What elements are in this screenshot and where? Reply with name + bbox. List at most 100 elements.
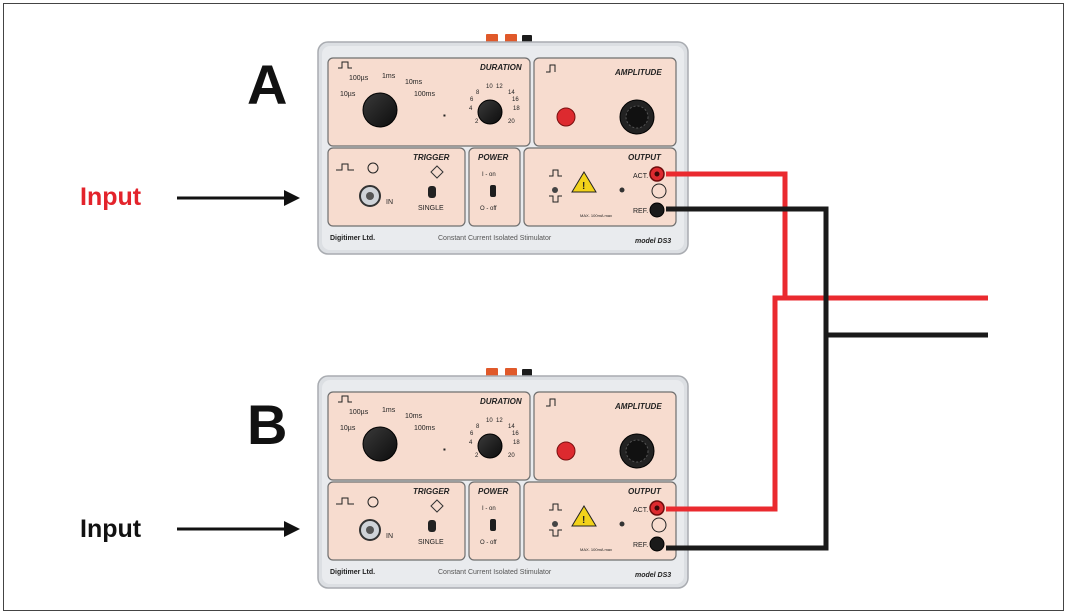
wire-b-ref — [664, 335, 829, 551]
unit-b-timebase-knob — [362, 426, 398, 462]
unit-b-output-title: OUTPUT — [628, 487, 662, 496]
unit-a-output-small-label: MAX. 100mA max — [580, 213, 612, 218]
wire-a-act — [664, 171, 988, 301]
unit-b-timebase-label: 10µs — [340, 425, 356, 432]
unit-a-power-switch — [490, 185, 496, 197]
unit-b-top-connector — [505, 368, 517, 377]
unit-a-duration-tick: 16 — [512, 97, 519, 103]
unit-b-output-small-label: MAX. 100mA max — [580, 547, 612, 552]
unit-a-description: Constant Current Isolated Stimulator — [438, 235, 552, 242]
output-wiring — [664, 171, 988, 551]
unit-b-trigger-panel — [327, 481, 466, 561]
unit-a-dot-mark: ▪ — [443, 111, 446, 120]
unit-a-single-button — [428, 186, 436, 198]
unit-a-duration-tick: 12 — [496, 84, 503, 90]
unit-b-duration-tick: 2 — [475, 453, 479, 459]
unit-b-output-led — [619, 521, 625, 527]
unit-b-output-pulse-icon — [549, 503, 562, 511]
unit-b-ref-jack — [649, 536, 665, 552]
unit-a-input-arrow — [177, 190, 300, 206]
unit-b-timebase-label: 10ms — [405, 413, 423, 420]
unit-b-model: model DS3 — [635, 572, 671, 579]
unit-a-timebase-label: 1ms — [382, 73, 396, 80]
unit-a-ref-jack — [649, 202, 665, 218]
unit-a-pulse-icon — [338, 61, 352, 69]
unit-b-dot-mark: ▪ — [443, 445, 446, 454]
unit-a-duration-tick: 6 — [470, 97, 474, 103]
unit-a-duration-tick: 20 — [508, 119, 515, 125]
unit-b-output-panel — [523, 481, 677, 561]
unit-a-output-inverted-pulse-icon — [549, 195, 562, 203]
unit-a-amplitude-range-switch — [556, 107, 576, 127]
unit-b-power-switch — [490, 519, 496, 531]
unit-a-warning-icon — [571, 171, 597, 193]
unit-b-power-title: POWER — [478, 487, 508, 496]
unit-a-trigger-in-label: IN — [386, 199, 393, 206]
unit-a-amplitude-pulse-icon — [546, 64, 556, 73]
unit-a-duration-tick: 4 — [469, 106, 473, 112]
unit-a-duration-tick: 18 — [513, 106, 520, 112]
unit-a-trigger-title: TRIGGER — [413, 153, 450, 162]
figure-frame — [3, 3, 1064, 611]
unit-a-duration-title: DURATION — [480, 63, 522, 72]
unit-a-output-panel — [523, 147, 677, 227]
unit-b-pulse-icon — [338, 395, 352, 403]
unit-a-power-on-label: I - on — [482, 172, 496, 178]
wire-a-ref — [664, 206, 988, 338]
unit-b-diamond-icon — [430, 499, 444, 513]
unit-a-duration-tick: 10 — [486, 84, 493, 90]
unit-b-duration-tick: 20 — [508, 453, 515, 459]
unit-a-duration-tick: 14 — [508, 90, 515, 96]
unit-b-duration-tick: 8 — [476, 424, 480, 430]
unit-b-power-on-label: I - on — [482, 506, 496, 512]
unit-b-top-connector — [522, 369, 532, 377]
unit-b-duration-tick: 4 — [469, 440, 473, 446]
unit-a-top-connector — [522, 35, 532, 43]
unit-a-timebase-label: 10µs — [340, 91, 356, 98]
unit-b-duration-tick: 12 — [496, 418, 503, 424]
unit-a-input-label: Input — [80, 183, 142, 211]
unit-b-trigger-in-label: IN — [386, 533, 393, 540]
unit-a-top-connector — [486, 34, 498, 43]
unit-b-trigger-single-label: SINGLE — [418, 539, 444, 546]
unit-a-power-off-label: O - off — [480, 206, 497, 212]
unit-b-output-inverted-pulse-icon — [549, 529, 562, 537]
unit-b-power-off-label: O - off — [480, 540, 497, 546]
unit-a-duration-tick: 8 — [476, 90, 480, 96]
unit-a-output-ref-label: REF. — [633, 208, 648, 215]
unit-b-warning-icon — [571, 505, 597, 527]
unit-a-letter: A — [247, 53, 288, 116]
unit-a-ground-icon — [651, 183, 667, 199]
unit-a-duration-tick: 2 — [475, 119, 479, 125]
unit-b-single-button — [428, 520, 436, 532]
unit-b-input-label: Input — [80, 515, 142, 543]
unit-a-duration-knob — [477, 99, 503, 125]
unit-b-description: Constant Current Isolated Stimulator — [438, 569, 552, 576]
unit-b-timebase-label: 100µs — [349, 409, 369, 416]
unit-b-amplitude-pulse-icon — [546, 398, 556, 407]
unit-b-output-act-label: ACT. — [633, 507, 648, 514]
unit-b-input-arrow — [177, 521, 300, 537]
unit-a-top-connector — [505, 34, 517, 43]
unit-b-trigger-pulse-icon — [336, 497, 354, 505]
unit-a-trigger-pulse-icon — [336, 163, 354, 171]
unit-b-duration-title: DURATION — [480, 397, 522, 406]
unit-b-trigger-title: TRIGGER — [413, 487, 450, 496]
unit-a-timebase-label: 10ms — [405, 79, 423, 86]
unit-b-warning-mark: ! — [582, 515, 585, 526]
unit-a-model: model DS3 — [635, 238, 671, 245]
unit-b-amplitude-title: AMPLITUDE — [614, 402, 662, 411]
unit-b-duration-tick: 14 — [508, 424, 515, 430]
unit-b-duration-tick: 16 — [512, 431, 519, 437]
unit-b-top-connector — [486, 368, 498, 377]
unit-a-warning-mark: ! — [582, 181, 585, 192]
unit-a-diamond-icon — [430, 165, 444, 179]
unit-b-brand: Digitimer Ltd. — [330, 569, 375, 576]
unit-a-timebase-label: 100ms — [414, 91, 436, 98]
unit-b-timebase-label: 1ms — [382, 407, 396, 414]
unit-a-trigger-panel — [327, 147, 466, 227]
unit-b-duration-knob — [477, 433, 503, 459]
unit-b-duration-tick: 10 — [486, 418, 493, 424]
